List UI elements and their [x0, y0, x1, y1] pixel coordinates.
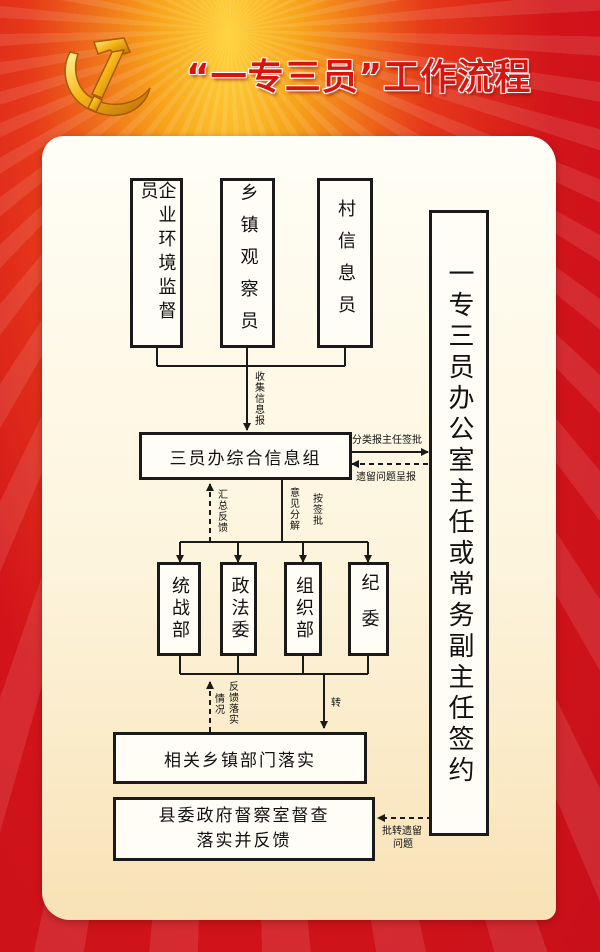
approved-label: 按签批	[313, 494, 323, 527]
discipline-label: 纪委	[358, 573, 380, 645]
feedback-implement-label: 反馈落实	[229, 682, 239, 726]
approve-leftover-label-line1: 批转遗留	[382, 826, 422, 837]
enterprise-monitor-label: 企业环境监督员	[137, 181, 177, 325]
situation-label: 情况	[215, 694, 225, 716]
organization-label: 组织部	[293, 576, 314, 642]
village-info-box: 村信息员	[317, 178, 373, 348]
political-legal-label: 政法委	[228, 576, 250, 642]
county-inspection-box: 县委政府督察室督查落实并反馈	[113, 797, 375, 861]
classify-report-label: 分类报主任签批	[352, 435, 422, 446]
opinion-breakdown-label: 意见分解	[290, 488, 300, 532]
discipline-box: 纪委	[348, 562, 389, 656]
united-front-label: 统战部	[169, 576, 190, 642]
office-director-label: 一专三员办公室主任或常务副主任签约	[444, 259, 474, 787]
township-departments-box: 相关乡镇部门落实	[113, 732, 367, 784]
approve-leftover-label-line2: 问题	[393, 839, 413, 850]
township-observer-box: 乡镇观察员	[220, 178, 275, 348]
organization-box: 组织部	[284, 562, 322, 656]
enterprise-monitor-box: 企业环境监督员	[130, 178, 183, 348]
info-group-box: 三员办综合信息组	[139, 432, 352, 480]
hammer-and-sickle-icon	[64, 37, 151, 117]
county-inspection-label: 县委政府督察室督查落实并反馈	[158, 806, 330, 851]
forward-label: 转	[331, 698, 341, 709]
leftover-report-label: 遗留问题呈报	[356, 472, 416, 483]
collect-report-label: 收集信息报	[255, 372, 265, 427]
township-departments-label: 相关乡镇部门落实	[164, 750, 316, 771]
united-front-box: 统战部	[157, 562, 201, 656]
village-info-label: 村信息员	[335, 199, 356, 327]
summary-feedback-label: 汇总反馈	[218, 490, 228, 534]
township-observer-label: 乡镇观察员	[237, 183, 259, 343]
political-legal-box: 政法委	[220, 562, 257, 656]
office-director-box: 一专三员办公室主任或常务副主任签约	[429, 210, 489, 836]
page-title: “一专三员”工作流程	[186, 57, 532, 98]
info-group-label: 三员办综合信息组	[169, 448, 322, 469]
